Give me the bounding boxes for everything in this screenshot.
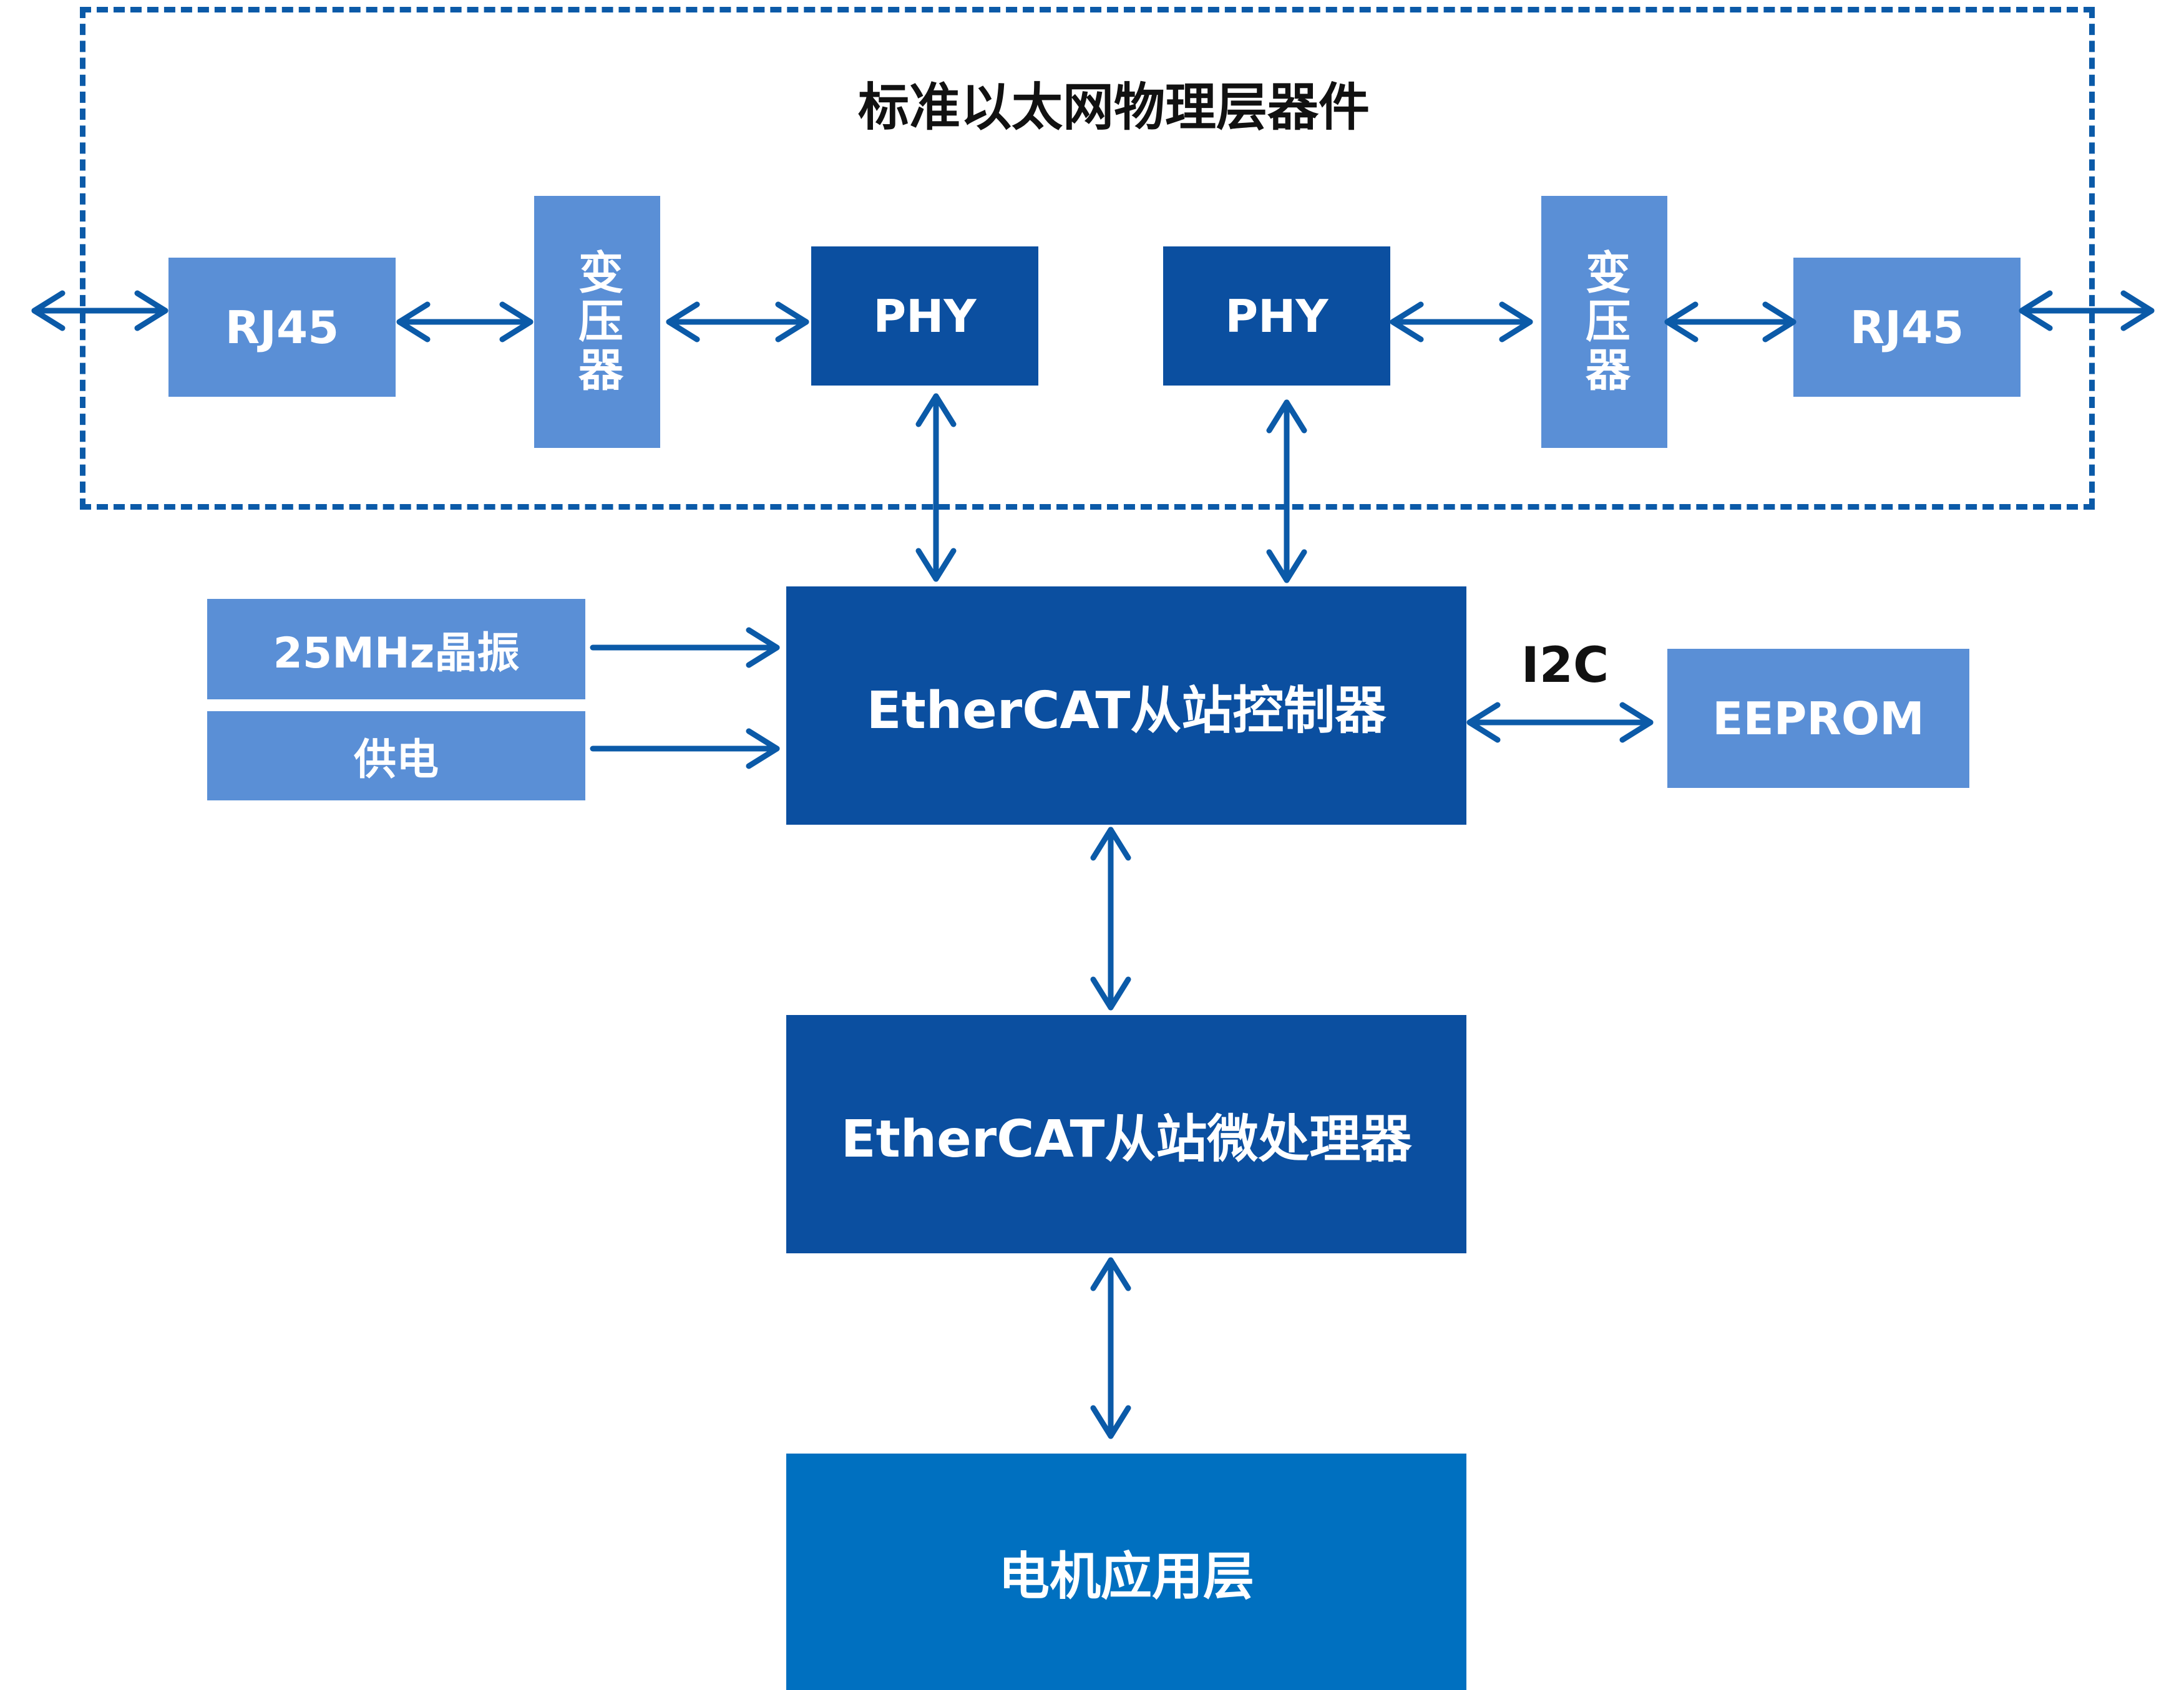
motor-app-layer-block: 电机应用层 bbox=[786, 1454, 1466, 1690]
crystal-controller-arrow bbox=[590, 627, 780, 668]
microprocessor-app-arrow bbox=[1090, 1257, 1131, 1439]
microprocessor-label: EtherCAT从站微处理器 bbox=[841, 1109, 1412, 1169]
microprocessor-block: EtherCAT从站微处理器 bbox=[786, 1015, 1466, 1253]
phy-right-block: PHY bbox=[1163, 246, 1390, 386]
eeprom-block: EEPROM bbox=[1667, 649, 1969, 788]
rj45-right-block: RJ45 bbox=[1793, 258, 2021, 397]
power-label: 供电 bbox=[353, 736, 439, 785]
phy-left-block: PHY bbox=[811, 246, 1038, 386]
rj45-right-label: RJ45 bbox=[1850, 301, 1964, 354]
crystal-block: 25MHz晶振 bbox=[207, 599, 585, 699]
controller-label: EtherCAT从站控制器 bbox=[866, 681, 1387, 741]
power-controller-arrow bbox=[590, 728, 780, 769]
i2c-label: I2C bbox=[1521, 638, 1609, 694]
phy-right-label: PHY bbox=[1225, 289, 1328, 342]
power-block: 供电 bbox=[207, 711, 585, 800]
crystal-label: 25MHz晶振 bbox=[273, 629, 520, 678]
phy-left-label: PHY bbox=[873, 289, 977, 342]
motor-app-layer-label: 电机应用层 bbox=[998, 1547, 1254, 1606]
diagram-title: 标准以太网物理层器件 bbox=[857, 78, 1370, 137]
rj45-left-block: RJ45 bbox=[168, 258, 396, 397]
controller-microprocessor-arrow bbox=[1090, 827, 1131, 1011]
transformer-right-label: 变压器 bbox=[1577, 249, 1631, 395]
controller-eeprom-arrow bbox=[1466, 702, 1654, 743]
eeprom-label: EEPROM bbox=[1712, 692, 1924, 745]
transformer-right-block: 变压器 bbox=[1541, 196, 1667, 448]
controller-block: EtherCAT从站控制器 bbox=[786, 586, 1466, 825]
rj45-left-label: RJ45 bbox=[225, 301, 339, 354]
physical-layer-boundary bbox=[80, 7, 2095, 510]
transformer-left-label: 变压器 bbox=[570, 249, 623, 395]
transformer-left-block: 变压器 bbox=[534, 196, 660, 448]
